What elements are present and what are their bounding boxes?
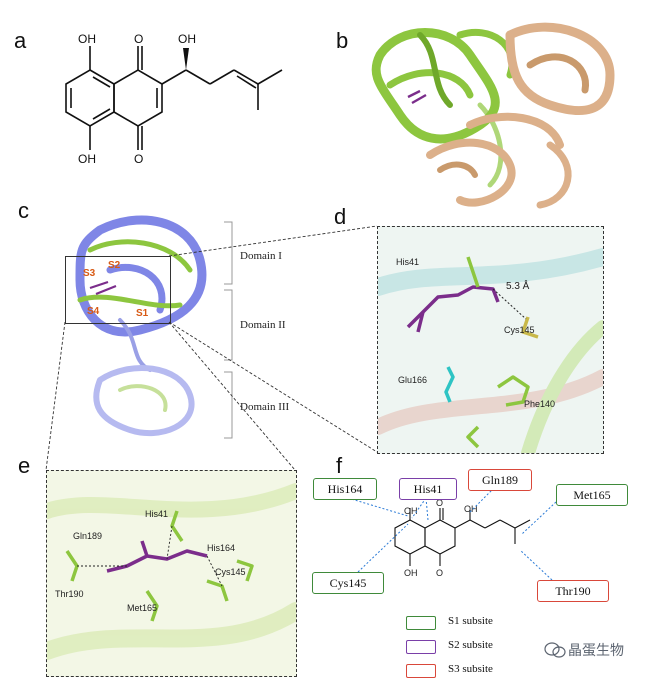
oh-sidechain-label: OH [178, 32, 196, 46]
legend-label-s3: S3 subsite [448, 663, 493, 675]
carbonyl-bottom-label: O [134, 152, 144, 166]
wechat-icon [544, 642, 566, 658]
res-cys145-e: Cys145 [215, 567, 246, 577]
res-his164-e: His164 [207, 543, 236, 553]
legend-swatch-s3 [406, 664, 436, 678]
legend-swatch-s1 [406, 616, 436, 630]
domain-ii-label: Domain II [240, 319, 286, 331]
res-thr190-e: Thr190 [55, 589, 84, 599]
carbonyl-top-label: O [134, 32, 144, 46]
mpro-monomer-image [75, 215, 207, 437]
protein-dimer-image [371, 22, 615, 209]
distance-label: 5.3 Å [506, 281, 530, 292]
panel-e-image [47, 483, 296, 660]
mini-structure [394, 508, 531, 566]
legend-label-s2: S2 subsite [448, 639, 493, 651]
domain-i-label: Domain I [240, 250, 282, 262]
panel-letter-e: e [18, 453, 31, 478]
oh-bottom-label: OH [78, 152, 96, 166]
domain-brackets [224, 221, 233, 439]
binding-site-box [65, 256, 171, 324]
box-gln189: Gln189 [468, 469, 532, 491]
res-his41-d: His41 [396, 257, 420, 267]
shikonin-structure [65, 46, 283, 150]
watermark-text: 晶蛋生物 [568, 643, 624, 659]
subsite-s1-label: S1 [136, 308, 149, 319]
box-his164: His164 [313, 478, 377, 500]
mini-o-1: O [436, 498, 444, 508]
panel-d-image [378, 248, 603, 453]
mini-o-2: O [436, 568, 444, 578]
res-cys145-d: Cys145 [504, 325, 535, 335]
subsite-s4-label: S4 [87, 306, 100, 317]
panel-d-box: His41 5.3 Å Cys145 Glu166 Phe140 [377, 226, 604, 454]
box-met165: Met165 [556, 484, 628, 506]
res-glu166-d: Glu166 [398, 375, 428, 385]
panel-e-box: His41 Gln189 His164 Cys145 Thr190 Met165 [46, 470, 297, 677]
legend-label-s1: S1 subsite [448, 615, 493, 627]
res-his41-e: His41 [145, 509, 169, 519]
subsite-s2-label: S2 [108, 260, 121, 271]
box-thr190: Thr190 [537, 580, 609, 602]
legend-swatch-s2 [406, 640, 436, 654]
subsite-s3-label: S3 [83, 268, 96, 279]
box-his41: His41 [399, 478, 457, 500]
panel-letter-d: d [334, 204, 347, 229]
res-met165-e: Met165 [127, 603, 158, 613]
mini-oh-2: OH [404, 568, 418, 578]
box-cys145: Cys145 [312, 572, 384, 594]
panel-letter-c: c [18, 198, 29, 223]
res-phe140-d: Phe140 [524, 399, 556, 409]
panel-letter-a: a [14, 28, 27, 53]
domain-iii-label: Domain III [240, 401, 290, 413]
panel-letter-b: b [336, 28, 349, 53]
oh-top-label: OH [78, 32, 96, 46]
mini-oh-1: OH [404, 506, 418, 516]
mini-oh-3: OH [464, 504, 478, 514]
res-gln189-e: Gln189 [73, 531, 103, 541]
panel-letter-f: f [336, 453, 343, 478]
